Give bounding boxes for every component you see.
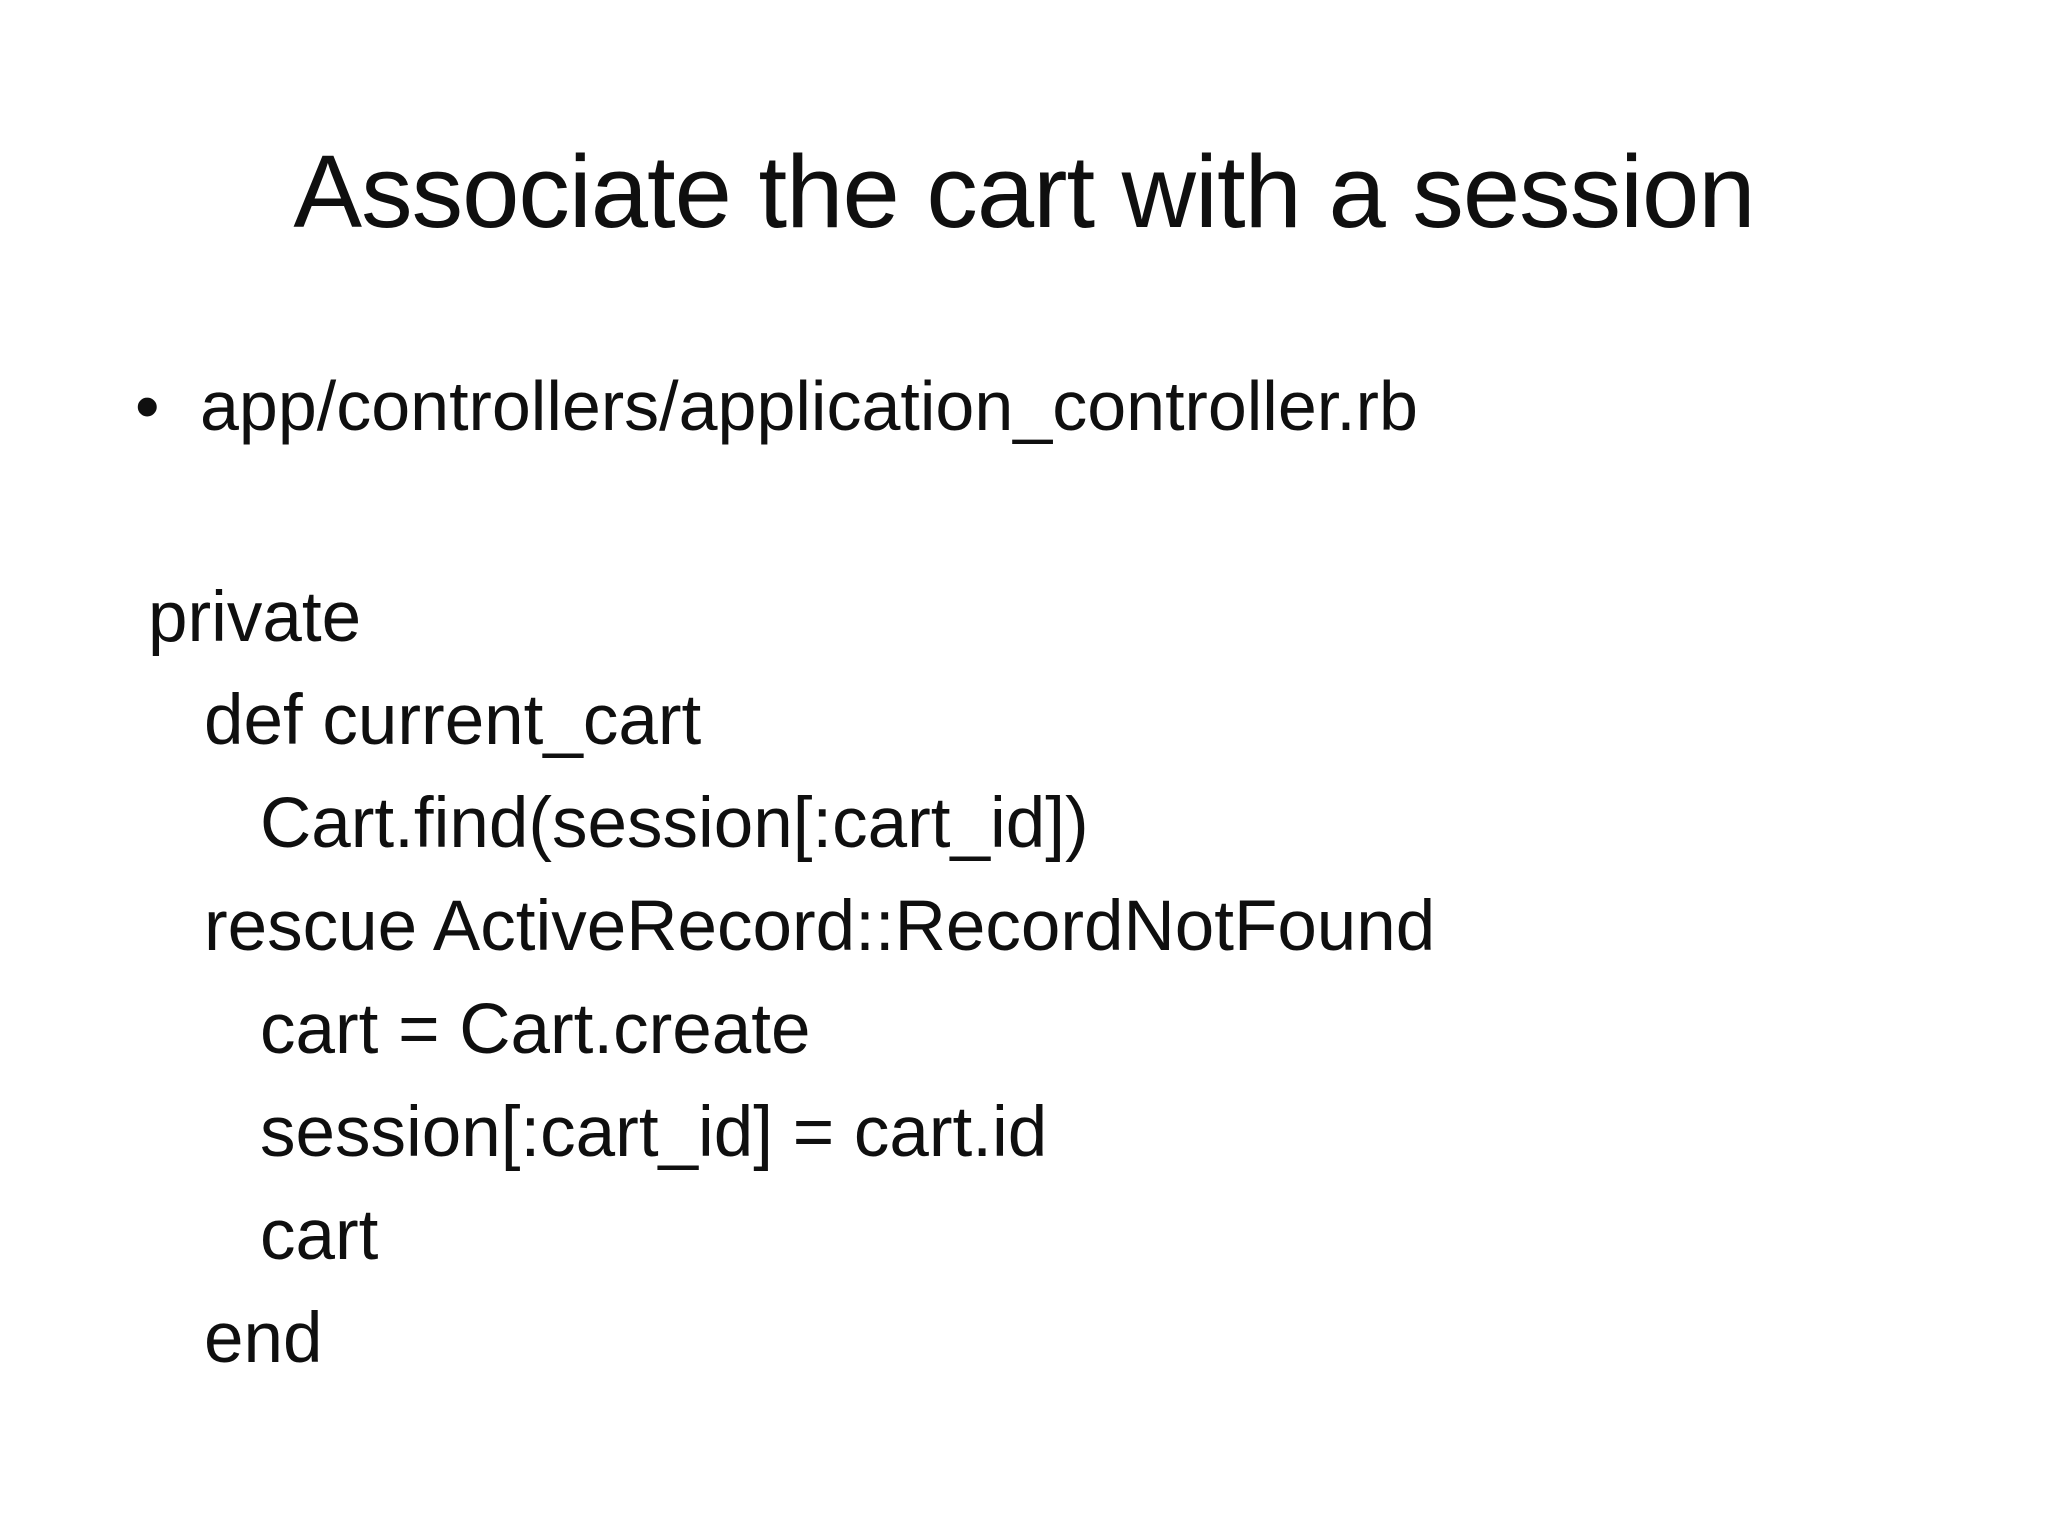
bullet-item: • app/controllers/application_controller… [135, 368, 1418, 445]
code-line-cart-find: Cart.find(session[:cart_id]) [260, 784, 1089, 863]
code-line-rescue: rescue ActiveRecord::RecordNotFound [204, 887, 1436, 966]
code-line-cart-create: cart = Cart.create [260, 990, 811, 1069]
code-line-private: private [148, 578, 362, 657]
bullet-marker: • [135, 367, 160, 445]
code-block: private def current_cart Cart.find(sessi… [0, 566, 2048, 1390]
code-line-cart-return: cart [260, 1196, 379, 1275]
bullet-text-file-path: app/controllers/application_controller.r… [200, 367, 1418, 445]
slide-title: Associate the cart with a session [293, 134, 1755, 249]
code-line-end: end [204, 1299, 323, 1378]
code-line-def-current-cart: def current_cart [204, 681, 702, 760]
code-line-session-assign: session[:cart_id] = cart.id [260, 1093, 1048, 1172]
